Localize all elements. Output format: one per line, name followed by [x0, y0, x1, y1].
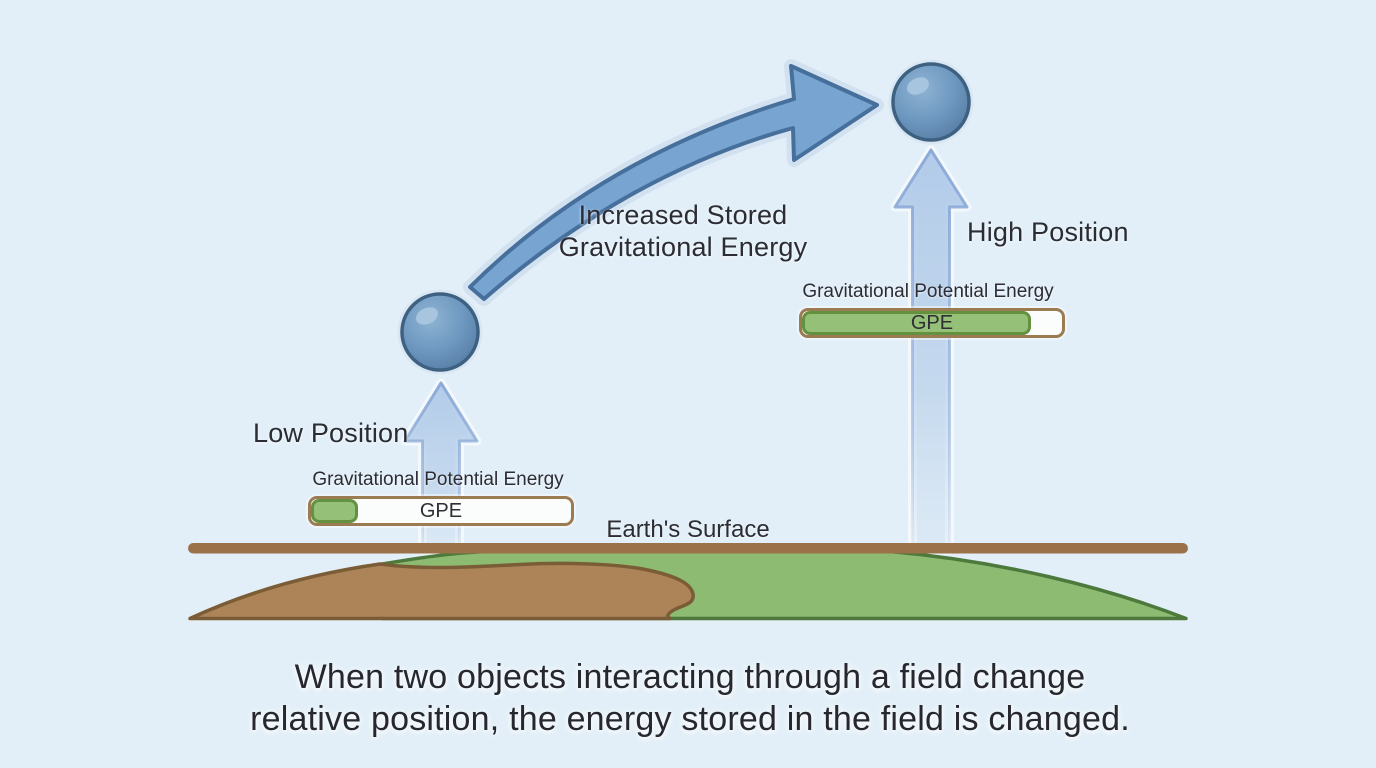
earth-surface-line	[188, 543, 1188, 554]
ball-low-icon	[397, 289, 483, 375]
gpe-bar-high: GPE	[799, 308, 1065, 338]
gpe-title-low: Gravitational Potential Energy	[312, 469, 564, 490]
low-position-label: Low Position	[253, 418, 409, 448]
high-position-label: High Position	[967, 217, 1129, 247]
caption: When two objects interacting through a f…	[250, 656, 1130, 740]
increased-energy-line2: Gravitational Energy	[558, 232, 808, 262]
curved-arrow-icon	[463, 59, 884, 306]
ball-high-icon	[888, 59, 974, 145]
caption-line2: relative position, the energy stored in …	[250, 700, 1130, 738]
gpe-bar-high-fill	[802, 311, 1031, 335]
up-arrow-high-icon	[890, 145, 972, 555]
gpe-bar-low: GPE	[308, 496, 574, 526]
hill-brown-patch	[188, 561, 695, 621]
gpe-bar-low-fill	[311, 499, 358, 523]
increased-energy-line1: Increased Stored	[578, 200, 788, 230]
caption-line1: When two objects interacting through a f…	[294, 658, 1086, 696]
gpe-bar-high-label: GPE	[910, 311, 954, 334]
gpe-bar-low-label: GPE	[419, 499, 463, 522]
increased-energy-label: Increased Stored Gravitational Energy	[559, 199, 808, 263]
gpe-title-high: Gravitational Potential Energy	[802, 281, 1054, 302]
earth-surface-label: Earth's Surface	[606, 516, 770, 543]
